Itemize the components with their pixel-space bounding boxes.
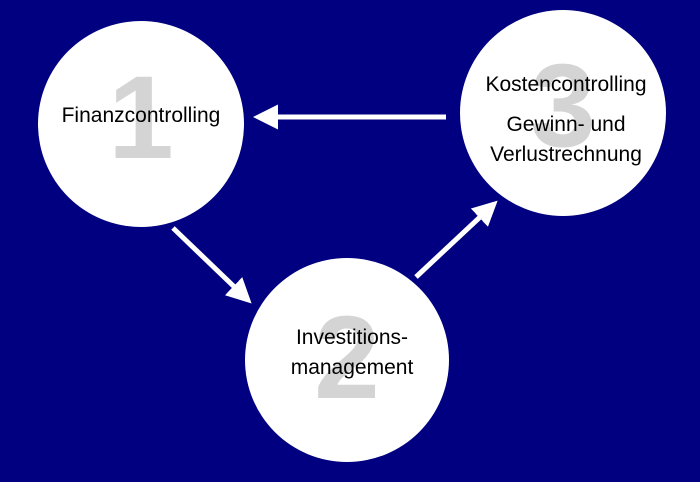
node-3-circle bbox=[460, 10, 666, 216]
arrow-1-to-2 bbox=[171, 226, 252, 304]
node-2-label-line-2: management bbox=[291, 356, 414, 379]
node-2-circle bbox=[245, 258, 449, 462]
node-2: 2 Investitions- management bbox=[245, 258, 449, 462]
node-3: 3 Kostencontrolling Gewinn- und Verlustr… bbox=[460, 10, 666, 216]
arrow-2-to-3 bbox=[414, 200, 498, 279]
node-1: 1 Finanzcontrolling bbox=[38, 21, 244, 227]
node-1-number: 1 bbox=[108, 52, 174, 184]
node-1-label: Finanzcontrolling bbox=[62, 104, 221, 127]
node-3-label-line-3: Verlustrechnung bbox=[490, 143, 642, 166]
node-3-label-line-2: Gewinn- und bbox=[506, 113, 625, 136]
node-2-number: 2 bbox=[314, 292, 380, 424]
node-1-circle bbox=[38, 21, 244, 227]
node-2-label-line-1: Investitions- bbox=[296, 326, 408, 349]
node-3-number: 3 bbox=[530, 40, 596, 172]
node-3-label-line-1: Kostencontrolling bbox=[485, 73, 646, 96]
